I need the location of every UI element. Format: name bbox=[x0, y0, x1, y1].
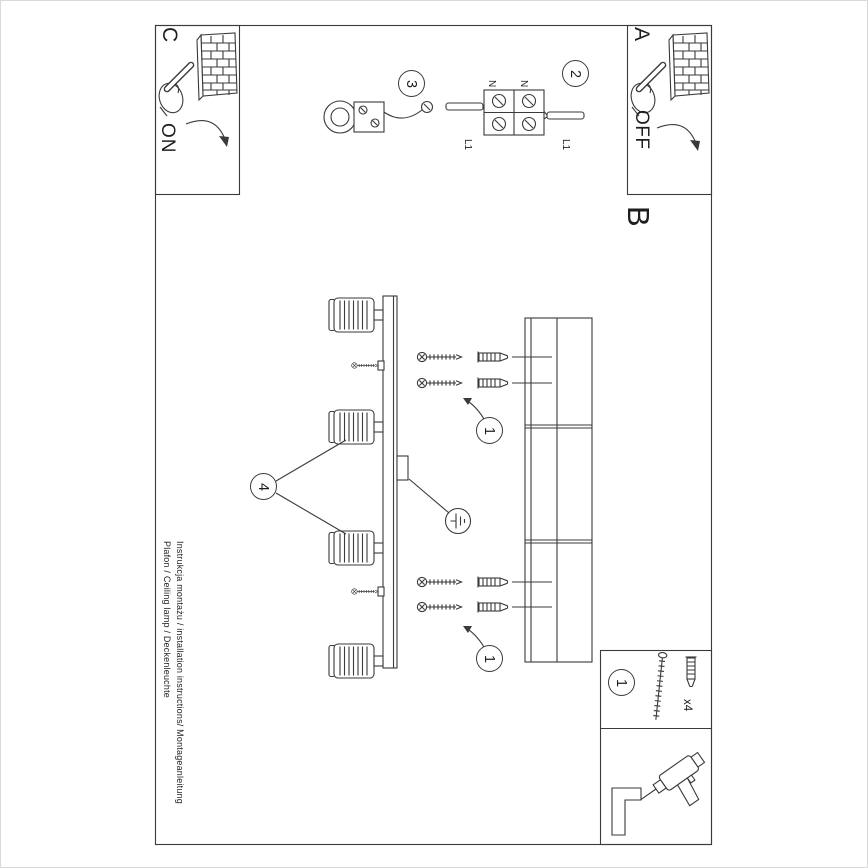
rail-screw-icon bbox=[351, 362, 379, 369]
parts-1-badge: 1 bbox=[608, 669, 635, 696]
drill-icon bbox=[611, 751, 706, 836]
parts-1-number: 1 bbox=[613, 678, 630, 687]
step4-leader-lines bbox=[275, 439, 347, 535]
credits-line-2: Plafon / Ceiling lamp / Deckenleuchte bbox=[162, 541, 172, 698]
step-4-badge: 4 bbox=[250, 473, 277, 500]
parts-qty-label: x4 bbox=[681, 699, 693, 712]
step-a-label: A bbox=[630, 27, 653, 42]
step-2-number: 2 bbox=[567, 69, 584, 78]
wall-corner bbox=[611, 787, 642, 836]
step-1-badge-bottom: 1 bbox=[476, 645, 503, 672]
parts-screw-icon bbox=[653, 652, 668, 720]
spotlight-icon bbox=[328, 530, 384, 566]
ceiling-board bbox=[524, 317, 593, 663]
step1-arrow-icon bbox=[463, 398, 485, 420]
switch-off-icon bbox=[668, 32, 710, 101]
off-arrow-icon bbox=[656, 124, 700, 151]
off-label: OFF bbox=[631, 110, 652, 150]
ground-symbol bbox=[408, 478, 472, 535]
step-3-number: 3 bbox=[403, 79, 420, 88]
step1-arrow-icon bbox=[463, 626, 485, 648]
step-1-number: 1 bbox=[481, 654, 498, 663]
wire-label-n-1: N bbox=[486, 80, 497, 87]
lamp-assembly bbox=[328, 295, 409, 679]
wire-label-l1-left: L1 bbox=[462, 139, 473, 151]
step-c-label: C bbox=[158, 27, 181, 43]
step-1-badge-top: 1 bbox=[476, 417, 503, 444]
parts-anchor-icon bbox=[684, 656, 698, 688]
terminal-block-diagram bbox=[445, 89, 585, 136]
switch-on-icon bbox=[196, 32, 238, 101]
wire-label-l1-right: L1 bbox=[560, 139, 571, 151]
step-b-label: B bbox=[621, 206, 656, 227]
step-4-number: 4 bbox=[255, 482, 272, 491]
mounting-bracket-diagram bbox=[323, 100, 434, 134]
main-frame bbox=[154, 24, 713, 846]
credits-block: Instrukcja montażu / installation instru… bbox=[160, 541, 186, 804]
credits-line-1: Instrukcja montażu / installation instru… bbox=[175, 541, 185, 804]
step-3-badge: 3 bbox=[398, 70, 425, 97]
on-arrow-icon bbox=[185, 120, 229, 147]
step-2-badge: 2 bbox=[562, 60, 589, 87]
on-label: ON bbox=[157, 123, 178, 154]
step-1-number: 1 bbox=[481, 426, 498, 435]
hand-off-icon bbox=[627, 65, 663, 116]
spotlight-icon bbox=[328, 409, 384, 445]
spotlight-icon bbox=[328, 297, 384, 333]
wire-label-n-2: N bbox=[518, 80, 529, 87]
spotlight-icon bbox=[328, 643, 384, 679]
rail-screw-icon bbox=[351, 588, 379, 595]
hand-on-icon bbox=[155, 65, 191, 116]
